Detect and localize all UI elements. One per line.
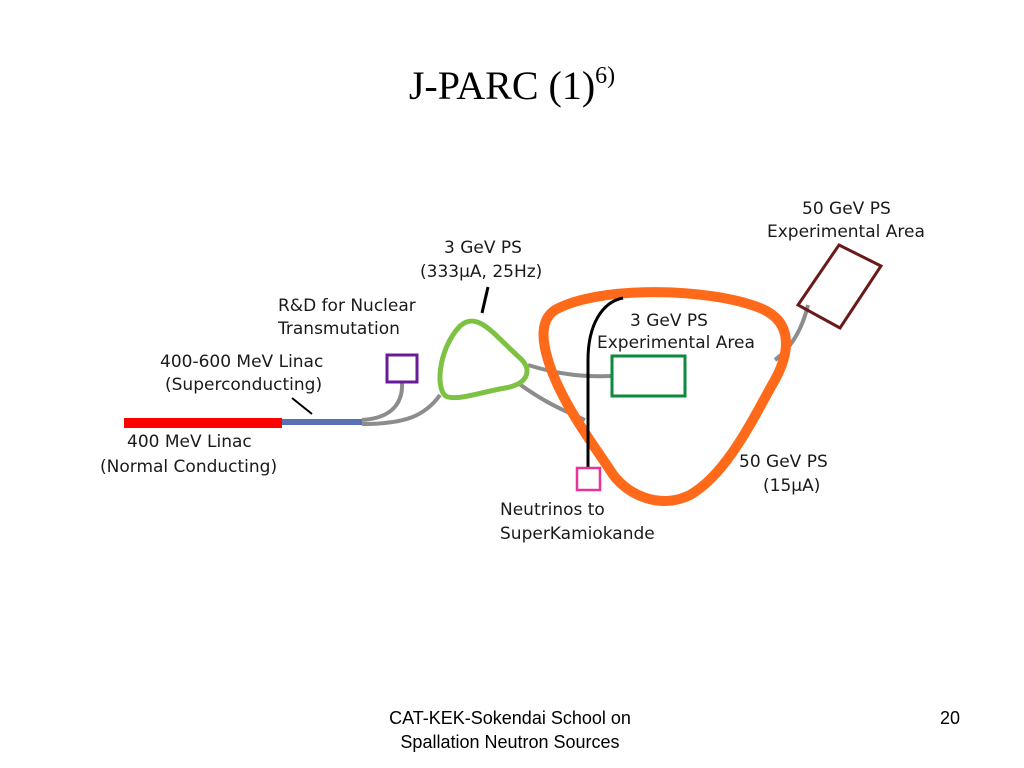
- ring-50gev-ps: [538, 287, 791, 506]
- label-50gev-exp-line1: 50 GeV PS: [802, 199, 891, 219]
- title-superscript: 6): [595, 63, 616, 89]
- label-linac600-line1: 400-600 MeV Linac: [160, 352, 323, 372]
- rnd-transmutation-box: [385, 353, 419, 384]
- label-3gev-exp-line2: Experimental Area: [597, 333, 755, 353]
- footer-source: CAT-KEK-Sokendai School on Spallation Ne…: [340, 706, 680, 754]
- neutrino-box: [575, 466, 602, 492]
- label-50gev-ps-line1: 50 GeV PS: [739, 452, 828, 472]
- label-linac400-line1: 400 MeV Linac: [127, 432, 252, 452]
- footer-line2: Spallation Neutron Sources: [400, 732, 620, 752]
- neutrino-beamline: [586, 296, 624, 468]
- beamline-to-rnd: [361, 381, 405, 422]
- label-rnd-line1: R&D for Nuclear: [278, 296, 416, 316]
- label-3gev-ps-line1: 3 GeV PS: [444, 238, 522, 258]
- label-50gev-exp-line2: Experimental Area: [767, 222, 925, 242]
- label-rnd-line2: Transmutation: [277, 319, 400, 339]
- footer-line1: CAT-KEK-Sokendai School on: [389, 708, 631, 728]
- label-3gev-exp-line1: 3 GeV PS: [630, 311, 708, 331]
- title-text: J-PARC (1): [408, 63, 596, 108]
- pointer-3gev-ps: [480, 286, 490, 314]
- pointer-linac600: [291, 397, 313, 415]
- page-title: J-PARC (1)6): [0, 52, 1024, 110]
- beamline-to-3gev-exp: [527, 363, 613, 379]
- label-linac600-line2: (Superconducting): [165, 375, 322, 395]
- label-neutrino-line2: SuperKamiokande: [500, 524, 655, 544]
- exp-area-50gev: [795, 243, 884, 330]
- ring-3gev-ps: [437, 318, 530, 401]
- label-neutrino-line1: Neutrinos to: [500, 500, 605, 520]
- page-number: 20: [940, 708, 961, 728]
- label-50gev-ps-line2: (15µA): [763, 476, 820, 496]
- exp-area-3gev: [610, 354, 687, 398]
- beamline-to-3gev-ring: [361, 393, 442, 426]
- linac-400mev: [124, 418, 282, 428]
- label-3gev-ps-line2: (333µA, 25Hz): [420, 262, 542, 282]
- linac-400-600mev: [282, 419, 362, 425]
- label-linac400-line2: (Normal Conducting): [100, 457, 277, 477]
